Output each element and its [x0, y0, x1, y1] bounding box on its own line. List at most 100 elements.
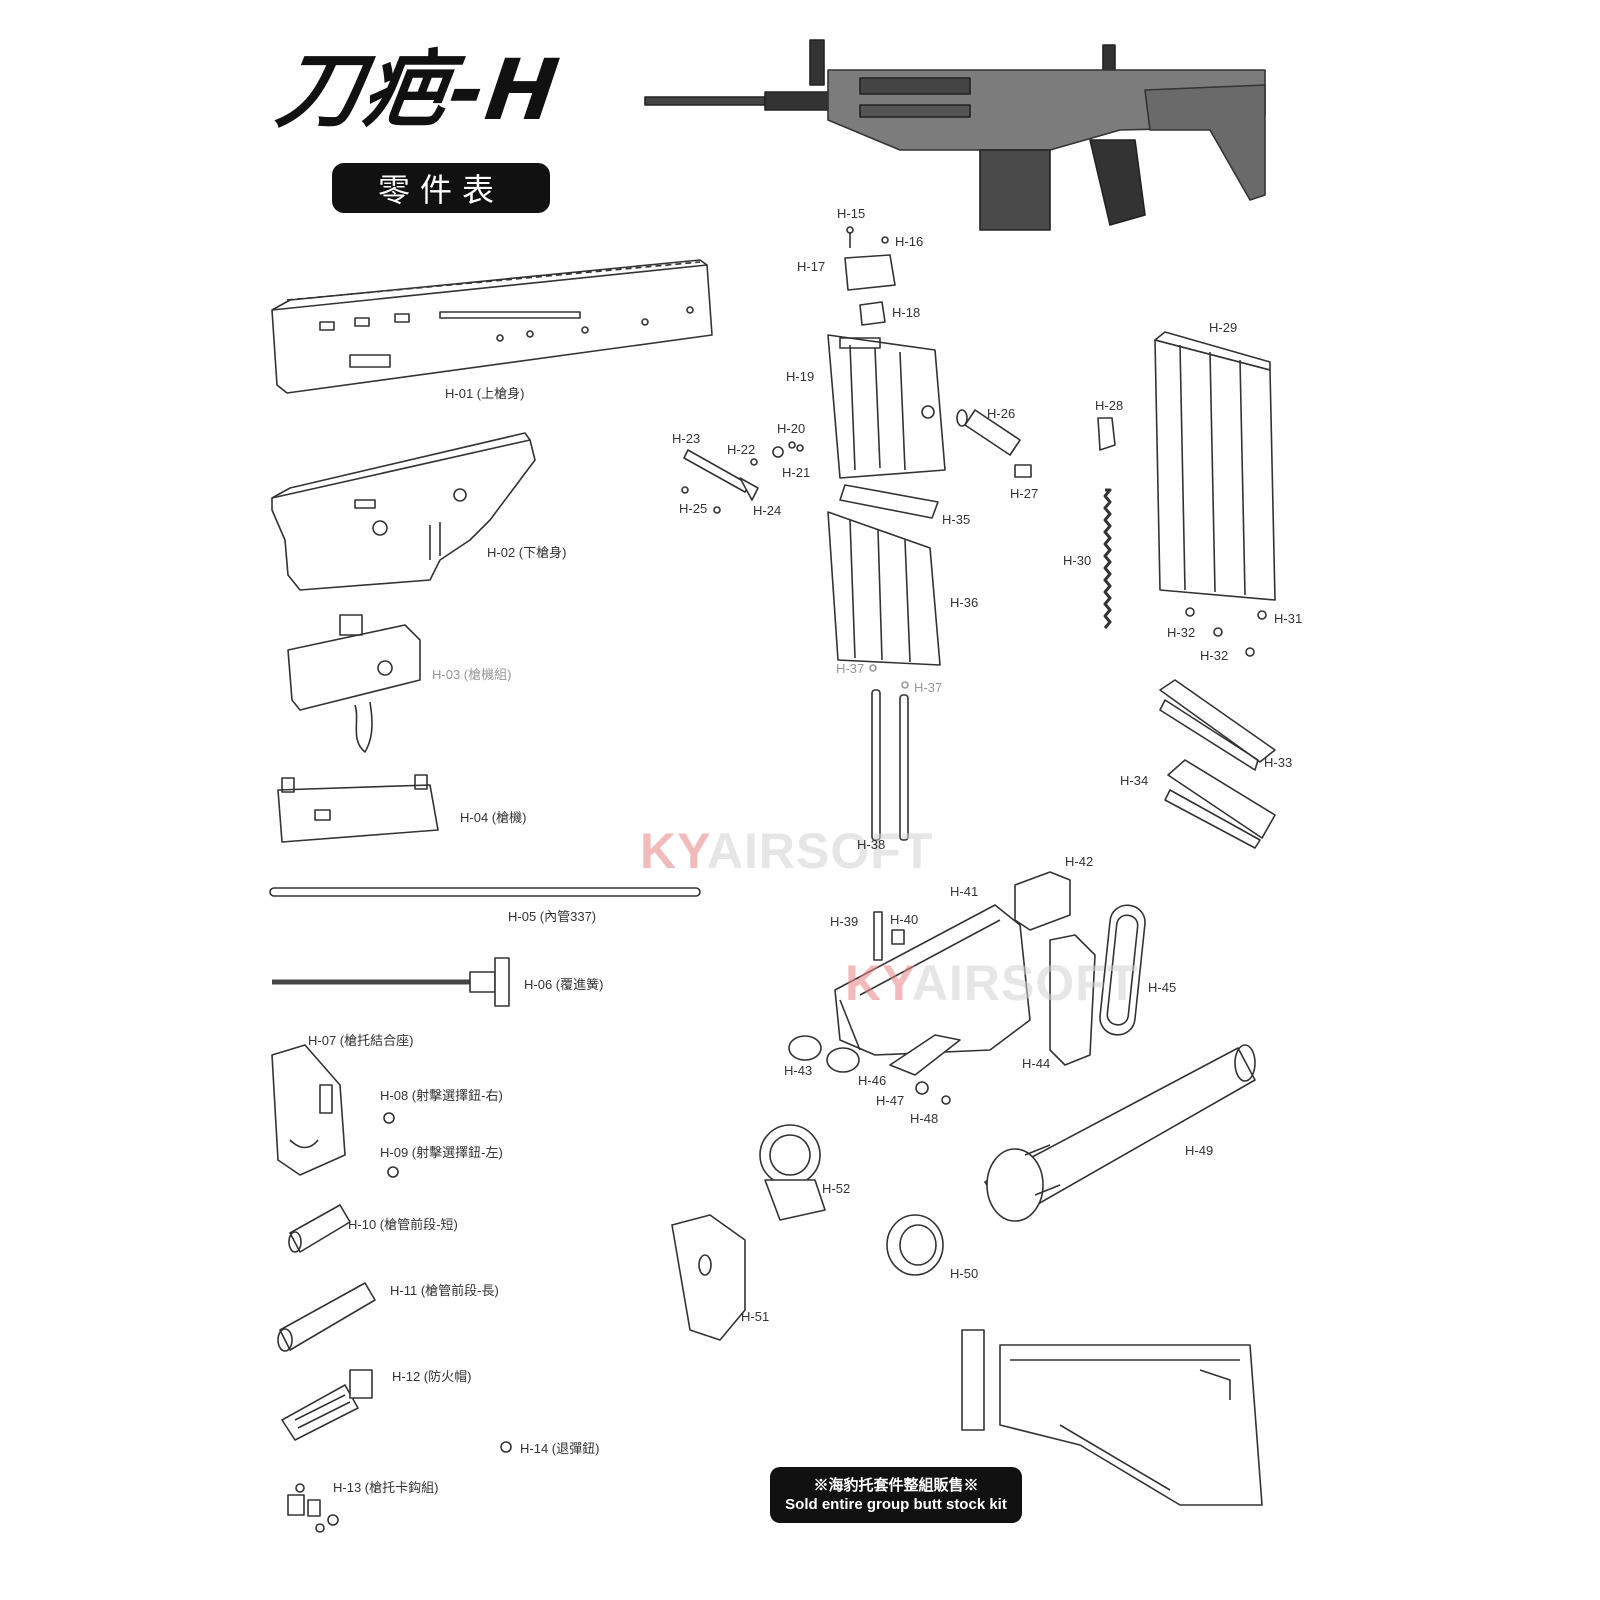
label-h01: H-01 (上槍身) [445, 386, 525, 401]
label-h10: H-10 (槍管前段-短) [348, 1217, 458, 1232]
label-h30: H-30 [1063, 553, 1092, 568]
part-h03-trigger-group [287, 614, 421, 753]
label-h37b: H-37 [914, 680, 943, 695]
label-h45: H-45 [1148, 980, 1177, 995]
watermark-2: KYAIRSOFT [845, 958, 1138, 1008]
part-h12-flash-hider [281, 1369, 373, 1441]
watermark-brand-suffix: AIRSOFT [911, 955, 1139, 1011]
watermark-brand-prefix: KY [640, 823, 707, 879]
label-h02: H-02 (下槍身) [487, 545, 567, 560]
part-h37-h38-rods [869, 664, 909, 841]
label-h09: H-09 (射擊選擇鈕-左) [380, 1145, 503, 1160]
label-h35: H-35 [942, 512, 971, 527]
label-h14: H-14 (退彈鈕) [520, 1441, 600, 1456]
part-h50-castle-nut [886, 1214, 944, 1276]
label-h20: H-20 [777, 421, 806, 436]
kit-note-english: Sold entire group butt stock kit [785, 1496, 1007, 1513]
label-h25: H-25 [679, 501, 708, 516]
label-h03: H-03 (槍機組) [432, 667, 512, 682]
label-h18: H-18 [892, 305, 921, 320]
label-h40: H-40 [890, 912, 919, 927]
label-h47: H-47 [876, 1093, 905, 1108]
rifle-image [644, 39, 1266, 231]
label-h48: H-48 [910, 1111, 939, 1126]
kit-note: ※海豹托套件整組販售※ Sold entire group butt stock… [770, 1467, 1022, 1523]
label-h43: H-43 [784, 1063, 813, 1078]
label-h46: H-46 [858, 1073, 887, 1088]
label-h15: H-15 [837, 206, 866, 221]
label-h44: H-44 [1022, 1056, 1051, 1071]
part-h46-cheek-pad [889, 1034, 961, 1076]
part-small-buttons [383, 1112, 512, 1453]
part-h04-bolt [277, 774, 439, 843]
part-h42-clip [1014, 871, 1071, 931]
label-h21: H-21 [782, 465, 811, 480]
part-h11-barrel-long [277, 1282, 376, 1352]
watermark-brand-suffix: AIRSOFT [706, 823, 934, 879]
label-h22: H-22 [727, 442, 756, 457]
label-h27: H-27 [1010, 486, 1039, 501]
part-h13-latch-set [287, 1483, 339, 1533]
label-h13: H-13 (槍托卡鈎組) [333, 1480, 439, 1495]
label-h32a: H-32 [1167, 625, 1196, 640]
label-h42: H-42 [1065, 854, 1094, 869]
label-h29: H-29 [1209, 320, 1238, 335]
part-h47-h48-small [915, 1081, 951, 1105]
watermark-1: KYAIRSOFT [640, 826, 933, 876]
label-h17: H-17 [797, 259, 826, 274]
part-h02-lower-receiver [271, 432, 536, 591]
part-h35-pad [839, 484, 939, 519]
label-h34: H-34 [1120, 773, 1149, 788]
label-h05: H-05 (內管337) [508, 909, 597, 924]
part-h49-buffer-tube [984, 1044, 1256, 1222]
label-h41: H-41 [950, 884, 979, 899]
part-h10-barrel-short [288, 1204, 351, 1253]
label-h32b: H-32 [1200, 648, 1229, 663]
label-h06: H-06 (覆進簧) [524, 977, 604, 992]
part-h39-h40-screws [873, 911, 905, 961]
label-h19: H-19 [786, 369, 815, 384]
watermark-brand-prefix: KY [845, 955, 912, 1011]
part-h51-butt-pad [671, 1214, 746, 1341]
part-h45-sling-loop [1099, 904, 1146, 1036]
label-h04: H-04 (槍機) [460, 810, 527, 825]
part-h05-inner-barrel [269, 887, 701, 897]
label-h16: H-16 [895, 234, 924, 249]
label-h39: H-39 [830, 914, 859, 929]
part-h06-recoil-spring [272, 957, 510, 1007]
label-h23: H-23 [672, 431, 701, 446]
part-h44-plate [1049, 934, 1096, 1066]
part-h43-caps [788, 1035, 860, 1073]
part-h07-stock-hinge [271, 1044, 346, 1176]
label-h49: H-49 [1185, 1143, 1214, 1158]
part-h20-h25-small [681, 441, 804, 514]
buttstock-kit-image [961, 1329, 1263, 1506]
part-h41-stock-body [834, 904, 1031, 1056]
page-title: 刀疤-H [271, 41, 567, 139]
label-h38: H-38 [857, 837, 886, 852]
label-h07: H-07 (槍托結合座) [308, 1033, 414, 1048]
part-h01-upper-receiver [271, 259, 713, 394]
label-h12: H-12 (防火帽) [392, 1369, 472, 1384]
label-h50: H-50 [950, 1266, 979, 1281]
label-h24: H-24 [753, 503, 782, 518]
label-h51: H-51 [741, 1309, 770, 1324]
label-h33: H-33 [1264, 755, 1293, 770]
label-h52: H-52 [822, 1181, 851, 1196]
part-h26-h27-cylinder [956, 409, 1032, 478]
part-h31-h32-screws [1185, 607, 1267, 657]
label-h11: H-11 (槍管前段-長) [390, 1283, 499, 1298]
label-h31: H-31 [1274, 611, 1303, 626]
part-h28-h30-spring [1097, 417, 1116, 629]
label-h28: H-28 [1095, 398, 1124, 413]
label-h08: H-08 (射擊選擇鈕-右) [380, 1088, 503, 1103]
label-h36: H-36 [950, 595, 979, 610]
kit-note-chinese: ※海豹托套件整組販售※ [813, 1476, 979, 1494]
part-h33-h34-plates [1159, 679, 1276, 849]
label-h26: H-26 [987, 406, 1016, 421]
part-h15-h18-top [844, 226, 896, 326]
part-h19-mag-well [827, 334, 946, 479]
page-subtitle: 零件表 [332, 163, 550, 213]
part-h36-mag-housing [827, 511, 941, 666]
